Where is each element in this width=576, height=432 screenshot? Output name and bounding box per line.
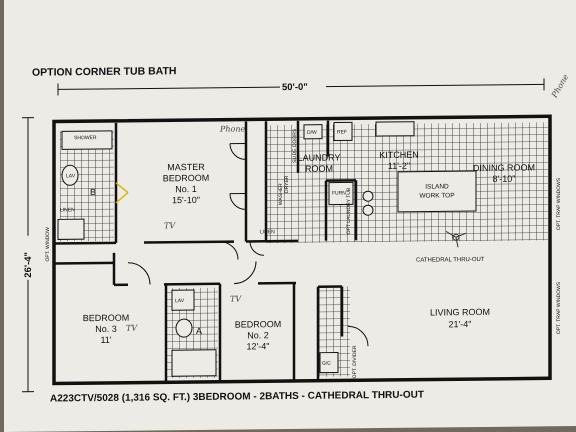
washer-label: WASHER — [278, 183, 284, 205]
island-worktop — [397, 170, 477, 213]
gc-label: G/C — [322, 361, 331, 367]
master-bedroom-number: No. 1 — [175, 184, 197, 194]
floor-plan-sheet: OPTION CORNER TUB BATH 50'-0" 26'-4" — [4, 0, 576, 432]
bedroom3-number: No. 3 — [95, 324, 117, 334]
dryer-label: DRYER — [284, 175, 290, 193]
dw-label: D/W — [307, 130, 317, 136]
lav-sink — [61, 164, 79, 186]
master-bedroom-size: 15'-10" — [172, 195, 200, 205]
linen2-label: LINEN — [260, 229, 275, 235]
laundry-name2: ROOM — [305, 164, 333, 174]
linen1-label: LINEN — [60, 207, 75, 213]
phone-note-2: Phone — [219, 124, 246, 133]
bedroom2-size: 12'-4" — [247, 341, 270, 351]
interior-walls — [54, 120, 358, 383]
furnace — [328, 181, 354, 206]
ceiling-fan-icon — [445, 230, 467, 248]
bath-a-label: A — [196, 326, 202, 336]
washer-drum — [362, 204, 374, 216]
width-dimension: 50'-0" — [57, 78, 545, 96]
opt-trap-windows2-label: OPT. TRAP WINDOWS — [556, 281, 562, 334]
plan-title: OPTION CORNER TUB BATH — [32, 65, 176, 79]
bathtub — [171, 349, 217, 377]
bedroom2-number: No. 2 — [247, 330, 269, 340]
opt-window-label: OPT. WINDOW — [45, 227, 51, 262]
shower-label: SHOWER — [74, 135, 97, 141]
slide-doors-label: SLIDE DOORS — [292, 128, 298, 163]
kitchen-size: 11'-2" — [388, 161, 410, 171]
laundry-name: LAUNDRY — [298, 152, 341, 162]
dryer-drum — [362, 190, 374, 202]
depth-dimension: 26'-4" — [20, 117, 36, 393]
cathedral-label: CATHEDRAL THRU-OUT — [416, 257, 485, 264]
phone-note-1: Phone — [549, 73, 570, 101]
doors — [115, 142, 369, 347]
lav2-label: LAV — [175, 298, 185, 304]
bedroom2-name: BEDROOM — [235, 319, 282, 329]
master-bedroom-name: MASTER — [167, 162, 205, 172]
lav-label: LAV — [66, 173, 76, 179]
exterior-walls — [52, 114, 552, 386]
gc-closet — [319, 351, 339, 374]
island-name: ISLAND — [425, 183, 449, 190]
opt-laundry-tub-label: OPT LAUNDRY TUB — [346, 187, 352, 234]
tv-note-1: TV — [164, 221, 176, 230]
shower-stall — [61, 130, 113, 150]
dining-size: 8'-10" — [493, 174, 516, 184]
furn-label: FURN — [332, 190, 346, 196]
dishwasher — [303, 124, 323, 140]
sink — [375, 121, 415, 137]
bedroom3-name: BEDROOM — [83, 313, 130, 323]
bath-b-tile — [60, 130, 114, 242]
lav-sink-a — [171, 289, 195, 311]
fixtures — [57, 121, 477, 377]
bedroom3-size: 11' — [100, 335, 111, 345]
floor-plan-drawing: OPTION CORNER TUB BATH 50'-0" 26'-4" — [20, 65, 570, 405]
tv-note-3: TV — [230, 295, 242, 304]
refrigerator — [333, 121, 353, 142]
depth-label: 26'-4" — [23, 252, 34, 278]
master-bedroom-name2: BEDROOM — [163, 173, 210, 183]
opt-divider-label: OPT. DIVIDER — [352, 345, 358, 378]
dining-name: DINING ROOM — [473, 162, 535, 173]
living-size: 21'-4" — [449, 319, 472, 329]
kitchen-name: KITCHEN — [379, 150, 419, 160]
opt-trap-windows-label: OPT. TRAP WINDOWS — [556, 177, 562, 230]
toilet-b — [57, 218, 85, 240]
living-name: LIVING ROOM — [430, 307, 490, 318]
bath-b-label: B — [90, 187, 96, 197]
tv-note-2: TV — [126, 324, 138, 333]
island-name2: WORK TOP — [419, 192, 454, 199]
toilet-a — [175, 318, 193, 338]
plan-caption: A223CTV/5028 (1,316 SQ. FT.) 3BEDROOM - … — [50, 390, 424, 405]
width-label: 50'-0" — [282, 82, 308, 93]
ref-label: REF — [337, 129, 347, 135]
